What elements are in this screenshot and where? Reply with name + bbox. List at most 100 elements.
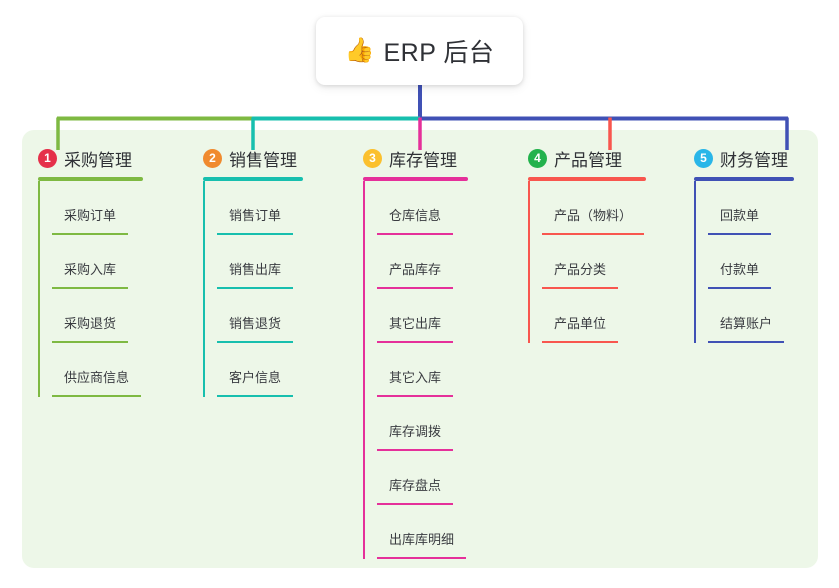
leaf-node[interactable]: 库存盘点: [377, 451, 468, 505]
leaf-node[interactable]: 其它出库: [377, 289, 468, 343]
leaf-underline: [377, 395, 453, 397]
branch-items: 产品（物料） 产品分类产品单位: [528, 181, 646, 343]
leaf-underline: [377, 449, 453, 451]
leaf-label: 库存调拨: [389, 424, 442, 439]
branch-column-采购管理: 1 采购管理采购订单采购入库采购退货供应商信息: [38, 146, 143, 397]
leaf-label: 结算账户: [720, 316, 773, 331]
leaf-label: 采购退货: [64, 316, 117, 331]
leaf-label: 销售出库: [229, 262, 282, 277]
leaf-node[interactable]: 产品分类: [542, 235, 646, 289]
leaf-node[interactable]: 供应商信息: [52, 343, 143, 397]
branch-header-财务管理[interactable]: 5 财务管理: [694, 146, 794, 170]
leaf-underline: [542, 287, 618, 289]
branch-spine: [363, 181, 365, 559]
branch-title: 产品管理: [554, 150, 622, 170]
leaf-underline: [377, 233, 453, 235]
leaf-label: 付款单: [720, 262, 760, 277]
branch-underline: [528, 177, 646, 181]
leaf-node[interactable]: 库存调拨: [377, 397, 468, 451]
leaf-node[interactable]: 客户信息: [217, 343, 303, 397]
leaf-label: 出库库明细: [389, 532, 455, 547]
branch-header-采购管理[interactable]: 1 采购管理: [38, 146, 143, 170]
leaf-underline: [217, 395, 293, 397]
leaf-underline: [377, 287, 453, 289]
leaf-underline: [708, 233, 771, 235]
leaf-node[interactable]: 销售退货: [217, 289, 303, 343]
leaf-node[interactable]: 回款单: [708, 181, 794, 235]
branch-title: 销售管理: [229, 150, 297, 170]
diagram-panel: [22, 130, 818, 568]
branch-number-badge: 5: [694, 148, 713, 168]
leaf-underline: [542, 341, 618, 343]
leaf-node[interactable]: 付款单: [708, 235, 794, 289]
branch-spine: [38, 181, 40, 397]
branch-items: 回款单付款单结算账户: [694, 181, 794, 343]
branch-title: 采购管理: [64, 150, 132, 170]
leaf-label: 客户信息: [229, 370, 282, 385]
leaf-underline: [377, 341, 453, 343]
leaf-node[interactable]: 采购退货: [52, 289, 143, 343]
leaf-underline: [52, 395, 141, 397]
leaf-label: 其它入库: [389, 370, 442, 385]
leaf-underline: [52, 233, 128, 235]
branch-underline: [203, 177, 303, 181]
leaf-node[interactable]: 采购订单: [52, 181, 143, 235]
leaf-node[interactable]: 产品（物料）: [542, 181, 646, 235]
leaf-node[interactable]: 仓库信息: [377, 181, 468, 235]
branch-items: 采购订单采购入库采购退货供应商信息: [38, 181, 143, 397]
leaf-underline: [377, 503, 453, 505]
branch-items: 仓库信息产品库存其它出库其它入库库存调拨库存盘点出库库明细: [363, 181, 468, 559]
branch-column-销售管理: 2 销售管理销售订单销售出库销售退货客户信息: [203, 146, 303, 397]
branch-number-badge: 2: [203, 148, 222, 168]
leaf-underline: [708, 287, 771, 289]
leaf-underline: [377, 557, 466, 559]
leaf-node[interactable]: 销售订单: [217, 181, 303, 235]
page-title: ERP 后台: [383, 39, 495, 67]
branch-spine: [528, 181, 530, 343]
leaf-underline: [542, 233, 644, 235]
leaf-underline: [217, 287, 293, 289]
branch-spine: [694, 181, 696, 343]
thumbs-up-icon: 👍: [344, 37, 375, 64]
branch-number-badge: 3: [363, 148, 382, 168]
branch-items: 销售订单销售出库销售退货客户信息: [203, 181, 303, 397]
branch-title: 财务管理: [720, 150, 788, 170]
leaf-label: 采购入库: [64, 262, 117, 277]
leaf-underline: [52, 341, 128, 343]
leaf-label: 销售退货: [229, 316, 282, 331]
leaf-node[interactable]: 其它入库: [377, 343, 468, 397]
branch-header-库存管理[interactable]: 3 库存管理: [363, 146, 468, 170]
branch-column-库存管理: 3 库存管理仓库信息产品库存其它出库其它入库库存调拨库存盘点出库库明细: [363, 146, 468, 559]
leaf-node[interactable]: 出库库明细: [377, 505, 468, 559]
leaf-label: 产品分类: [554, 262, 607, 277]
leaf-node[interactable]: 产品库存: [377, 235, 468, 289]
branch-underline: [694, 177, 794, 181]
leaf-label: 产品库存: [389, 262, 442, 277]
leaf-node[interactable]: 结算账户: [708, 289, 794, 343]
leaf-label: 销售订单: [229, 208, 282, 223]
branch-number-badge: 1: [38, 148, 57, 168]
leaf-label: 库存盘点: [389, 478, 442, 493]
leaf-label: 产品（物料）: [554, 208, 633, 223]
branch-title: 库存管理: [389, 150, 457, 170]
branch-spine: [203, 181, 205, 397]
leaf-label: 其它出库: [389, 316, 442, 331]
branch-underline: [38, 177, 143, 181]
leaf-label: 供应商信息: [64, 370, 130, 385]
leaf-label: 采购订单: [64, 208, 117, 223]
leaf-label: 仓库信息: [389, 208, 442, 223]
leaf-node[interactable]: 销售出库: [217, 235, 303, 289]
leaf-underline: [217, 233, 293, 235]
leaf-node[interactable]: 产品单位: [542, 289, 646, 343]
branch-header-销售管理[interactable]: 2 销售管理: [203, 146, 303, 170]
leaf-label: 产品单位: [554, 316, 607, 331]
leaf-underline: [52, 287, 128, 289]
leaf-underline: [708, 341, 784, 343]
branch-column-财务管理: 5 财务管理回款单付款单结算账户: [694, 146, 794, 343]
leaf-node[interactable]: 采购入库: [52, 235, 143, 289]
root-node[interactable]: 👍 ERP 后台: [316, 17, 523, 85]
